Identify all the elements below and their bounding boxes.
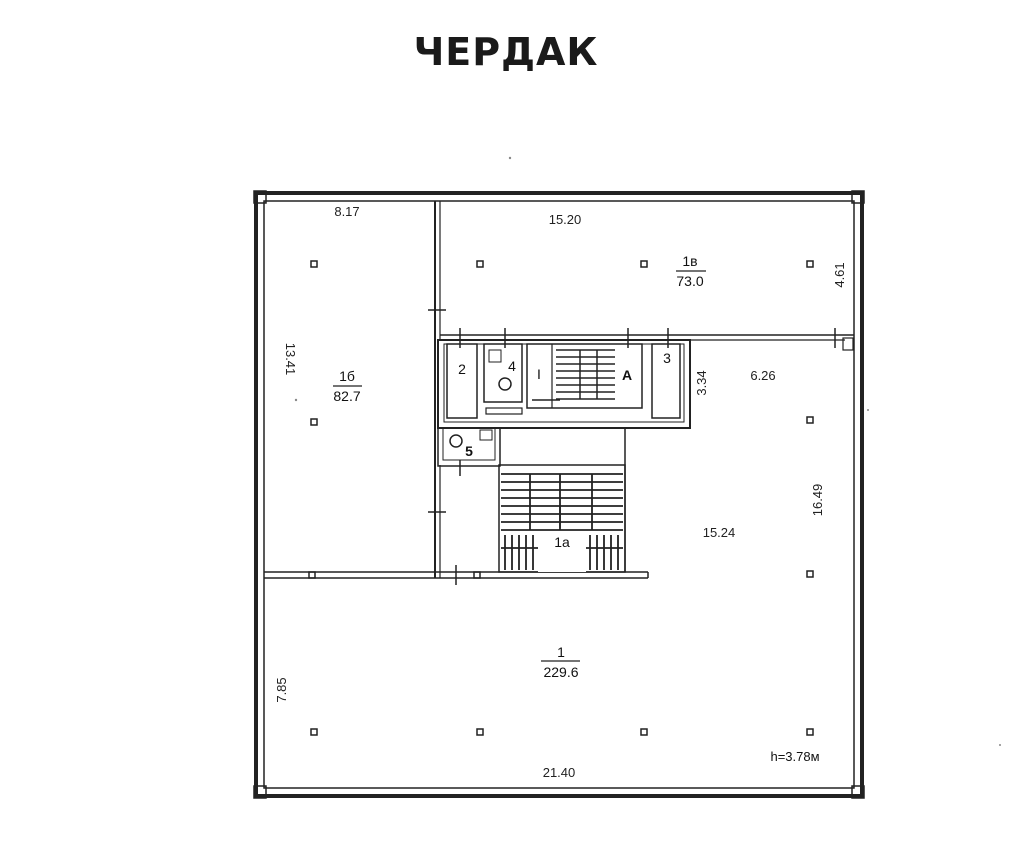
main-stair-treads bbox=[501, 473, 623, 570]
sink-fixture bbox=[479, 429, 493, 441]
dim-top-room-height: 4.61 bbox=[832, 262, 847, 287]
room-1a-number: 1а bbox=[554, 534, 570, 550]
outer-wall bbox=[254, 191, 864, 798]
room-1v-number: 1в bbox=[682, 253, 697, 269]
room-1b-number: 1б bbox=[339, 368, 355, 384]
core-block bbox=[437, 339, 691, 429]
toilet-fixture bbox=[498, 377, 512, 391]
door-ticks bbox=[428, 309, 836, 585]
dim-bottom-left-height: 7.85 bbox=[274, 677, 289, 702]
ceiling-height-note: h=3.78м bbox=[770, 749, 819, 764]
outer-wall-inner bbox=[263, 200, 855, 789]
room-4-box bbox=[483, 343, 523, 403]
room-2-box bbox=[446, 343, 478, 419]
corner-column bbox=[851, 190, 865, 204]
room-4-number: 4 bbox=[508, 358, 516, 374]
room-I-number: I bbox=[537, 366, 541, 382]
dim-top-room-width: 15.20 bbox=[549, 212, 582, 227]
room-1b-area: 82.7 bbox=[333, 388, 360, 404]
dim-right-width: 15.24 bbox=[703, 525, 736, 540]
room-3-box bbox=[651, 343, 681, 419]
stair-treads bbox=[556, 349, 615, 400]
room-A-number: А bbox=[622, 367, 632, 383]
room-2-number: 2 bbox=[458, 361, 466, 377]
dim-bottom-width: 21.40 bbox=[543, 765, 576, 780]
scan-speck bbox=[294, 398, 298, 402]
room-1v-area: 73.0 bbox=[676, 273, 703, 289]
toilet-fixture bbox=[449, 434, 463, 448]
dim-core-height: 3.34 bbox=[694, 370, 709, 395]
dim-right-height: 16.49 bbox=[810, 484, 825, 517]
room-1-number: 1 bbox=[557, 644, 565, 660]
corner-column bbox=[851, 785, 865, 799]
dim-left-room-height: 13.41 bbox=[283, 343, 298, 376]
dim-left-room-width: 8.17 bbox=[334, 204, 359, 219]
scan-speck bbox=[508, 156, 512, 160]
room-1-area: 229.6 bbox=[543, 664, 578, 680]
column-markers bbox=[308, 260, 814, 736]
dim-right-top-width: 6.26 bbox=[750, 368, 775, 383]
bench bbox=[485, 407, 523, 415]
wall-end bbox=[842, 337, 854, 351]
corner-column bbox=[253, 785, 267, 799]
plan-title: ЧЕРДАК bbox=[413, 30, 599, 74]
core-block-inner bbox=[443, 343, 685, 423]
room-3-number: 3 bbox=[663, 350, 671, 366]
corner-column bbox=[253, 190, 267, 204]
room-5-number: 5 bbox=[465, 443, 473, 459]
stair-room-box bbox=[526, 343, 643, 409]
scan-speck bbox=[867, 409, 869, 411]
toilet-fixture bbox=[488, 349, 502, 363]
room-5-inner bbox=[442, 427, 496, 461]
stair-landing bbox=[538, 534, 586, 572]
scan-speck bbox=[999, 744, 1001, 746]
